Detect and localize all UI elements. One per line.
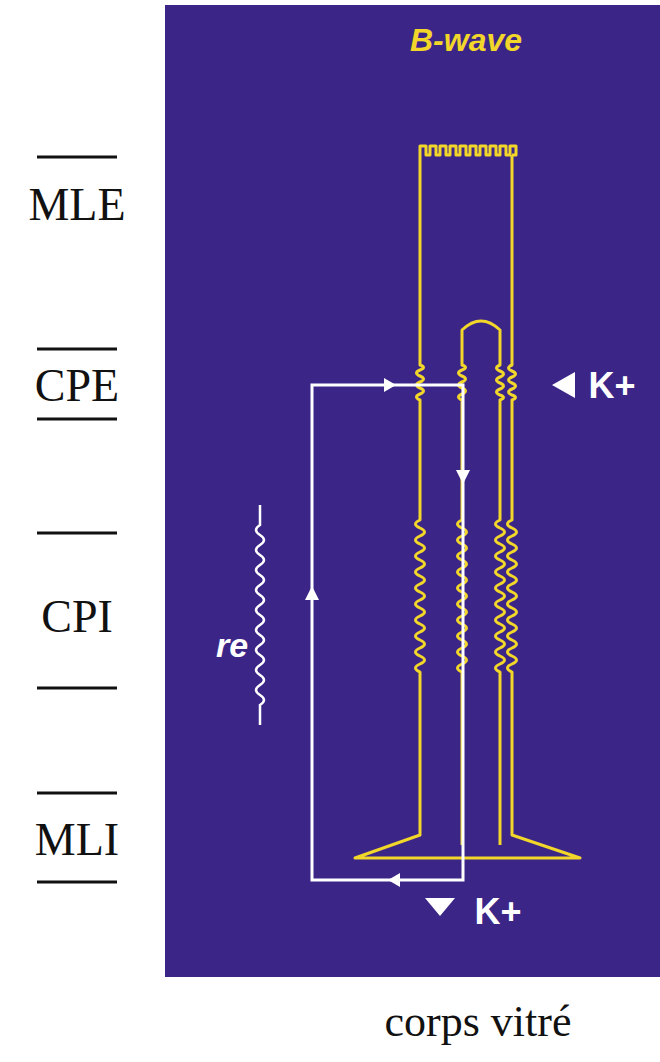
layer-label: MLI	[35, 817, 119, 863]
region-label: corps vitré	[385, 1000, 572, 1044]
arrow-head	[384, 378, 396, 392]
cell-outline	[458, 321, 505, 845]
wave-title: B-wave	[410, 24, 522, 56]
arrow-head	[305, 586, 319, 600]
layer-label: CPI	[41, 594, 113, 640]
layer-line	[37, 792, 117, 795]
arrow-head	[456, 470, 470, 484]
current-arrows	[305, 372, 575, 916]
layer-line	[37, 881, 117, 884]
background-panel	[165, 5, 660, 977]
current-loop	[312, 385, 463, 880]
ion-label: K+	[588, 368, 635, 404]
layer-label: CPE	[35, 363, 119, 409]
cell-outline	[420, 146, 516, 155]
ion-label: K+	[474, 894, 521, 930]
layer-label: MLE	[28, 182, 125, 228]
resistance-label: re	[216, 628, 248, 662]
layer-line	[37, 348, 117, 351]
k-arrow	[552, 372, 575, 398]
layer-line	[37, 532, 117, 535]
layer-line	[37, 156, 117, 159]
k-arrow	[425, 898, 455, 916]
layer-line	[37, 418, 117, 421]
resistor-symbol	[256, 505, 264, 725]
layer-line	[37, 687, 117, 690]
cell-outline	[355, 155, 580, 858]
current-loop-line	[312, 385, 463, 880]
muller-cell	[355, 146, 580, 858]
arrow-head	[388, 873, 400, 887]
layer-markers	[37, 157, 117, 882]
